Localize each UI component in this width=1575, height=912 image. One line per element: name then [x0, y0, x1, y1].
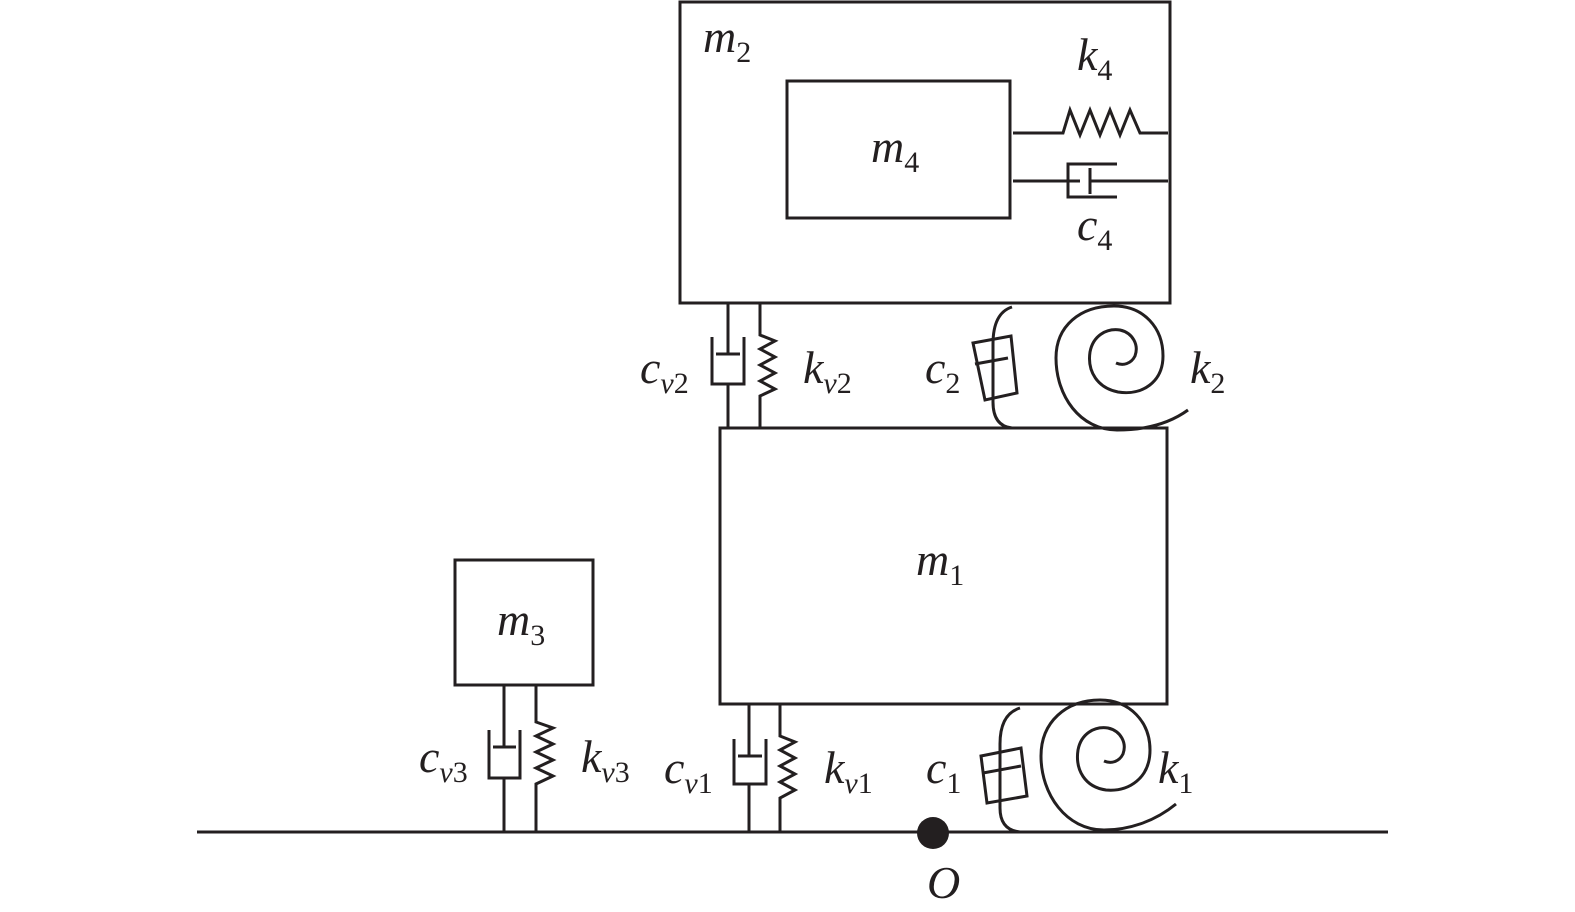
label-kv1: kv1 — [824, 742, 873, 800]
label-c4: c4 — [1077, 199, 1112, 257]
spring-k4 — [1013, 105, 1168, 140]
label-cv3: cv3 — [419, 731, 468, 789]
damper-c2 — [971, 305, 1019, 430]
mass-m2-box — [678, 0, 1172, 305]
label-kv2: kv2 — [803, 342, 852, 400]
label-m3: m3 — [497, 594, 545, 652]
spring-kv3 — [532, 685, 557, 832]
mass-m1-box — [718, 426, 1169, 706]
label-m4: m4 — [871, 121, 919, 179]
label-m1: m1 — [916, 534, 964, 592]
mass-m4-box — [785, 79, 1012, 220]
label-origin: O — [927, 857, 960, 908]
spring-k1 — [1039, 698, 1177, 832]
spring-k2 — [1054, 304, 1189, 432]
damper-cv3 — [487, 685, 522, 832]
damper-c1 — [979, 706, 1029, 834]
spring-kv1 — [776, 704, 799, 832]
damper-cv1 — [732, 704, 768, 832]
spring-kv2 — [756, 303, 779, 428]
origin-point — [917, 817, 949, 849]
label-k1: k1 — [1158, 742, 1193, 800]
label-kv3: kv3 — [581, 731, 630, 789]
label-k2: k2 — [1190, 342, 1225, 400]
label-cv1: cv1 — [664, 742, 713, 800]
label-cv2: cv2 — [640, 342, 689, 400]
label-k4: k4 — [1077, 29, 1112, 87]
label-c2: c2 — [925, 342, 960, 400]
label-m2: m2 — [703, 11, 751, 69]
mass-m3-box — [453, 558, 595, 687]
damper-cv2 — [710, 303, 746, 428]
label-c1: c1 — [926, 742, 961, 800]
damper-c4 — [1013, 162, 1168, 199]
